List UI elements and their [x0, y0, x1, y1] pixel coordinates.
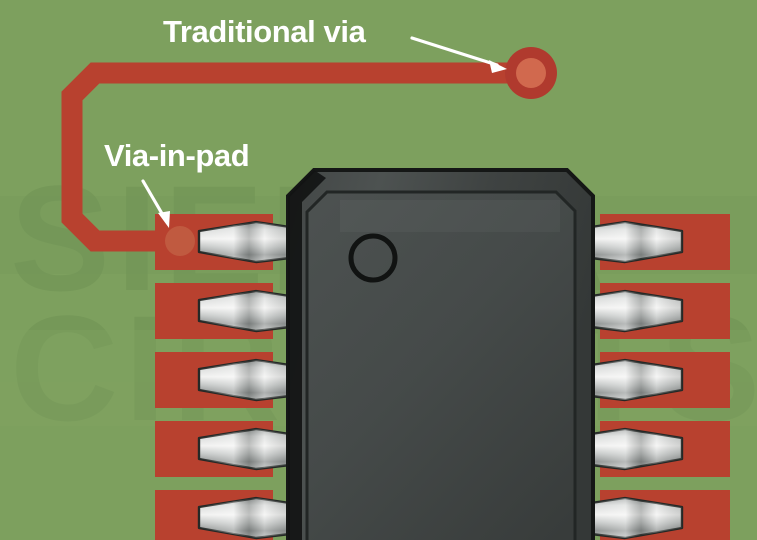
traditional-via [505, 47, 557, 99]
via-in-pad-arrowhead-icon [158, 211, 170, 228]
pin-right-3 [589, 358, 684, 402]
pin-1-marker-icon [348, 233, 398, 283]
annotation-traditional-via: Traditional via [163, 14, 507, 73]
copper-trace [61, 62, 531, 252]
pin-right-1 [589, 220, 684, 264]
traditional-via-arrow-icon [410, 36, 499, 67]
via-in-pad-label: Via-in-pad [104, 138, 249, 173]
annotation-via-in-pad: Via-in-pad [104, 138, 250, 228]
pin-right-4 [589, 427, 684, 471]
via-in-pad-arrow-icon [141, 179, 166, 219]
traditional-via-arrowhead-icon [489, 60, 507, 73]
left-pins [197, 220, 292, 540]
pin-left-3 [197, 358, 292, 402]
pin-left-1 [197, 220, 292, 264]
traditional-via-barrel [516, 58, 546, 88]
via-in-pad-barrel [165, 226, 195, 256]
pin-left-4 [197, 427, 292, 471]
ic-body-left-shadow [288, 170, 326, 540]
traditional-via-label: Traditional via [163, 14, 367, 49]
pin-left-2 [197, 289, 292, 333]
pin-left-5 [197, 496, 292, 540]
integrated-circuit [286, 168, 595, 540]
pin-right-5 [589, 496, 684, 540]
right-pins [589, 220, 684, 540]
pin-right-2 [589, 289, 684, 333]
